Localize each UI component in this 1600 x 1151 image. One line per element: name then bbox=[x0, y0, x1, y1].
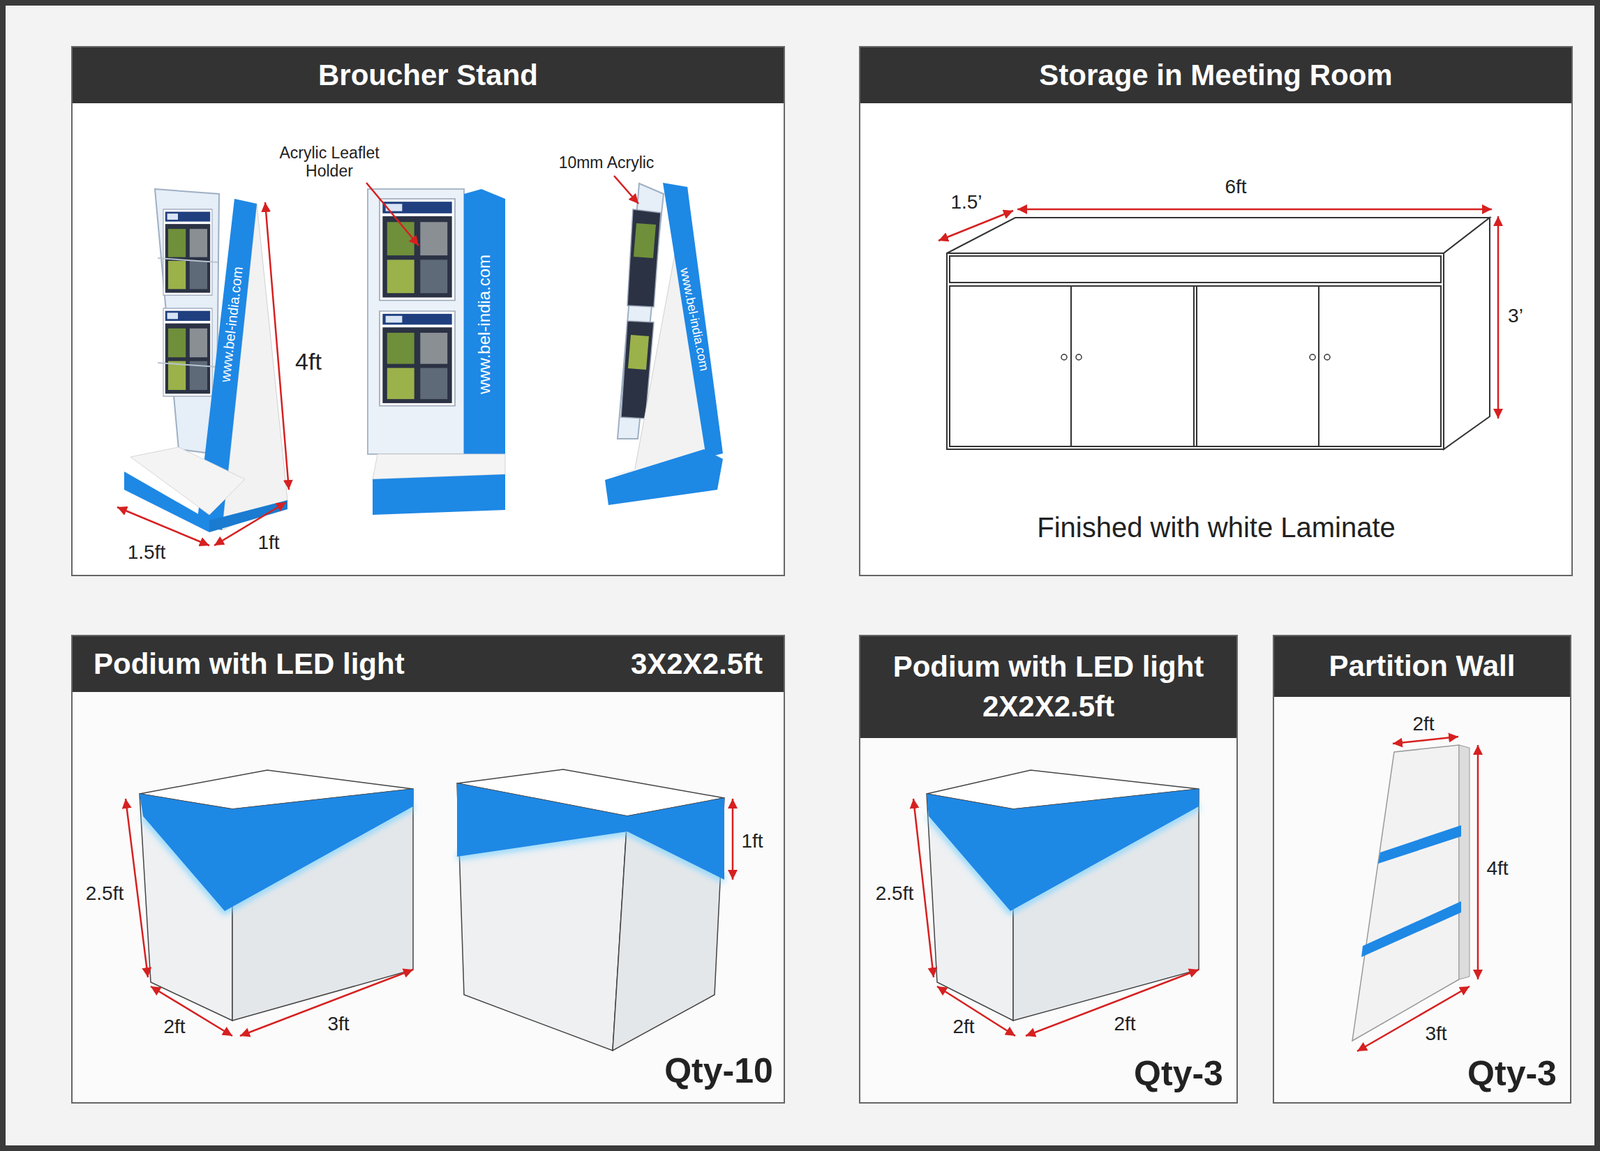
dimension-label: 3’ bbox=[1507, 304, 1524, 328]
dimension-label: 3ft bbox=[1424, 1022, 1447, 1046]
panel-header: Broucher Stand bbox=[72, 47, 784, 104]
url-text: www.bel-india.com bbox=[474, 254, 495, 395]
panel-header: Partition Wall bbox=[1274, 636, 1570, 698]
panel-header: Podium with LED light 2X2X2.5ft bbox=[860, 636, 1237, 739]
panel-title: Broucher Stand bbox=[318, 55, 538, 96]
dimension-label: 6ft bbox=[1224, 175, 1247, 199]
dimension-label: 2.5ft bbox=[85, 882, 124, 906]
dimension-label: 2ft bbox=[163, 1015, 185, 1039]
panel: Podium with LED light 2X2X2.5ft bbox=[858, 634, 1238, 1104]
qty-label: Qty-3 bbox=[1133, 1054, 1224, 1095]
dimension-label: 3ft bbox=[327, 1013, 349, 1036]
dimension-label: 2ft bbox=[1412, 713, 1434, 736]
dimension-label: 4ft bbox=[295, 348, 322, 376]
note-text: Finished with white Laminate bbox=[1036, 511, 1396, 544]
qty-label: Qty-3 bbox=[1467, 1054, 1557, 1095]
dimension-label: 1ft bbox=[741, 830, 763, 853]
dimension-label: 4ft bbox=[1486, 857, 1508, 880]
panel: Storage in Meeting Room bbox=[858, 46, 1573, 577]
panel: Partition Wall bbox=[1272, 634, 1572, 1104]
callout-text: 10mm Acrylic bbox=[558, 153, 655, 172]
panel-title: 3X2X2.5ft bbox=[630, 644, 763, 685]
dimension-label: 1.5ft bbox=[127, 541, 166, 564]
panel-title: Podium with LED light bbox=[93, 644, 405, 685]
qty-label: Qty-10 bbox=[664, 1051, 774, 1093]
panel-title: Podium with LED light 2X2X2.5ft bbox=[881, 647, 1216, 727]
panel-header: Storage in Meeting Room bbox=[860, 47, 1572, 104]
dimension-label: 1ft bbox=[257, 531, 280, 555]
dimension-label: 1.5’ bbox=[950, 191, 982, 214]
panel-header: Podium with LED light 3X2X2.5ft bbox=[72, 636, 784, 693]
panel-title: Partition Wall bbox=[1329, 646, 1516, 687]
panel: Broucher Stand bbox=[71, 46, 785, 577]
dimension-label: 2ft bbox=[952, 1015, 975, 1039]
callout-text: Acrylic Leaflet Holder bbox=[263, 143, 396, 181]
dimension-label: 2.5ft bbox=[875, 882, 914, 906]
panel-title: Storage in Meeting Room bbox=[1038, 55, 1393, 96]
dimension-label: 2ft bbox=[1113, 1013, 1136, 1036]
